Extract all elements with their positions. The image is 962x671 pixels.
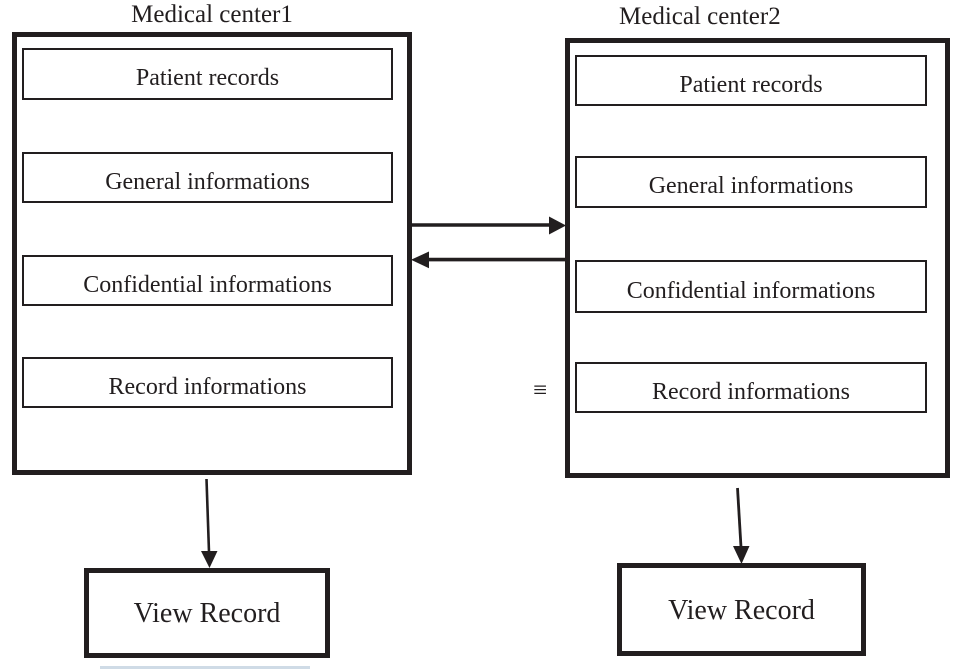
center1-general-informations-box: General informations	[22, 152, 393, 203]
right-arrow-icon	[411, 216, 566, 235]
equivalence-icon: ≡	[532, 377, 548, 404]
highlight-underline	[100, 666, 310, 669]
record-label: Patient records	[135, 65, 280, 91]
center2-record-informations-box: Record informations	[575, 362, 927, 413]
center1-confidential-informations-box: Confidential informations	[22, 255, 393, 306]
record-label: Record informations	[108, 373, 307, 400]
center2-confidential-informations-box: Confidential informations	[575, 260, 927, 313]
record-label: Patient records	[679, 71, 823, 98]
center1-patient-records-box: Patient records	[22, 48, 393, 100]
view-record-label: View Record	[668, 594, 815, 626]
center1-record-informations-box: Record informations	[22, 357, 393, 408]
center2-general-informations-box: General informations	[575, 156, 927, 208]
record-label: Confidential informations	[83, 271, 332, 298]
center1-view-record-box: View Record	[84, 568, 330, 658]
center2-view-record-box: View Record	[617, 563, 866, 656]
center2-title: Medical center2	[619, 3, 781, 30]
down-arrow-right-icon	[733, 487, 750, 564]
left-arrow-icon	[411, 251, 566, 269]
record-label: Record informations	[652, 378, 850, 405]
center2-patient-records-box: Patient records	[575, 55, 927, 106]
center1-title: Medical center1	[131, 1, 293, 28]
view-record-label: View Record	[133, 598, 281, 629]
down-arrow-left-icon	[201, 478, 218, 568]
record-label: Confidential informations	[626, 277, 876, 304]
record-label: General informations	[648, 173, 854, 199]
record-label: General informations	[105, 168, 310, 195]
